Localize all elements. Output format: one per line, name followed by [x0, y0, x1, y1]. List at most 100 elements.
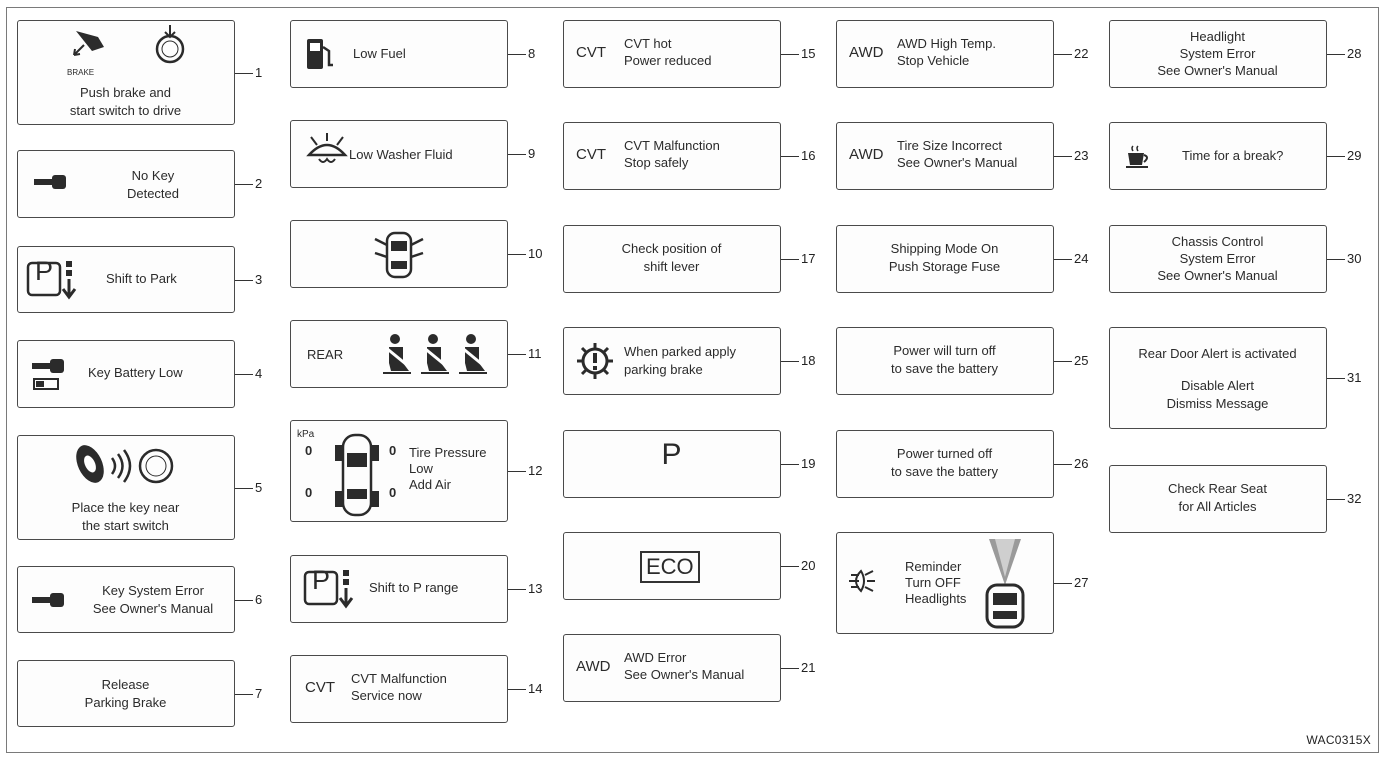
message-line: Parking Brake	[84, 695, 167, 710]
washer-fluid-icon	[305, 131, 349, 172]
message-box-8: Low Fuel	[290, 20, 508, 88]
message-line: AWD Error	[624, 650, 687, 665]
leader-line	[781, 464, 799, 465]
callout-number: 15	[801, 46, 816, 61]
callout-number: 31	[1347, 370, 1362, 385]
message-line: System Error	[1179, 46, 1256, 61]
message-line: AWD High Temp.	[897, 36, 996, 51]
leader-line	[235, 693, 253, 695]
callout-number: 1	[255, 64, 263, 80]
message-line: Release	[101, 677, 150, 692]
message-box-4: Key Battery Low	[17, 340, 235, 408]
callout-number: 24	[1074, 251, 1089, 266]
message-line: See Owner's Manual	[897, 155, 1018, 170]
callout-number: 7	[255, 685, 263, 701]
callout-number: 21	[801, 660, 816, 675]
seat-belt-icon	[457, 333, 489, 380]
pressure-unit: kPa	[297, 429, 315, 440]
system-prefix: AWD	[849, 44, 884, 61]
leader-line	[1327, 499, 1345, 500]
tire-value: 0	[305, 485, 313, 500]
callout-number: 20	[801, 558, 816, 573]
fuel-pump-icon	[305, 35, 335, 78]
message-box-19: P	[563, 430, 781, 498]
leader-line	[1327, 54, 1345, 55]
leader-line	[508, 689, 526, 690]
leader-line	[235, 279, 253, 281]
leader-line	[1054, 54, 1072, 55]
message-line: Reminder	[905, 559, 962, 574]
message-line: Push brake and	[79, 85, 172, 100]
callout-number: 30	[1347, 251, 1362, 266]
message-box-11: REAR	[290, 320, 508, 388]
callout-number: 16	[801, 148, 816, 163]
parking-warning-icon	[576, 342, 614, 385]
leader-line	[235, 487, 253, 489]
message-line: Power turned off	[896, 446, 993, 461]
leader-line	[235, 374, 253, 375]
message-line: See Owner's Manual	[1157, 268, 1278, 283]
leader-line	[1327, 259, 1345, 260]
leader-line	[508, 254, 526, 255]
system-prefix: AWD	[849, 146, 884, 163]
message-box-9: Low Washer Fluid	[290, 120, 508, 188]
key-system-icon	[32, 591, 66, 616]
message-line: See Owner's Manual	[624, 667, 745, 682]
message-line: the start switch	[82, 518, 169, 533]
leader-line	[1054, 259, 1072, 260]
message-line: Key Battery Low	[88, 365, 183, 380]
message-line: Stop safely	[624, 155, 689, 170]
callout-number: 29	[1347, 148, 1362, 163]
leader-line	[1054, 464, 1072, 465]
message-line: shift lever	[643, 259, 700, 274]
callout-number: 4	[255, 366, 263, 381]
leader-line	[235, 184, 253, 185]
message-line: See Owner's Manual	[92, 601, 214, 616]
seat-belt-icon	[419, 333, 451, 380]
message-line: for All Articles	[1178, 499, 1257, 514]
leader-line	[508, 354, 526, 355]
park-shift-icon	[303, 566, 359, 615]
message-box-29: Time for a break?	[1109, 122, 1327, 190]
tire-value: 0	[389, 485, 397, 500]
message-line: No Key	[131, 168, 175, 183]
leader-line	[781, 156, 799, 157]
key-fob-icon	[34, 173, 68, 198]
callout-number: 25	[1074, 353, 1089, 368]
message-line: Headlight	[1190, 29, 1245, 44]
message-line: Disable Alert	[1181, 378, 1254, 393]
message-line: CVT Malfunction	[624, 138, 720, 153]
message-line: Tire Size Incorrect	[897, 138, 1002, 153]
message-line: Check Rear Seat	[1168, 481, 1267, 496]
key-battery-icon	[32, 357, 66, 398]
message-line: Shift to Park	[106, 271, 177, 286]
callout-number: 3	[255, 271, 263, 287]
callout-number: 23	[1074, 148, 1089, 163]
callout-number: 5	[255, 479, 263, 495]
message-line: Key System Error	[102, 583, 204, 598]
callout-number: 14	[528, 681, 543, 696]
key-proximity-icon	[68, 442, 188, 497]
park-indicator: P	[661, 438, 682, 471]
message-line: When parked apply	[624, 344, 737, 359]
message-line: Shipping Mode On	[890, 241, 999, 256]
message-line: Turn OFF	[905, 575, 961, 590]
message-line: Add Air	[409, 477, 451, 492]
message-line: CVT Malfunction	[351, 671, 447, 686]
callout-number: 11	[528, 346, 542, 361]
